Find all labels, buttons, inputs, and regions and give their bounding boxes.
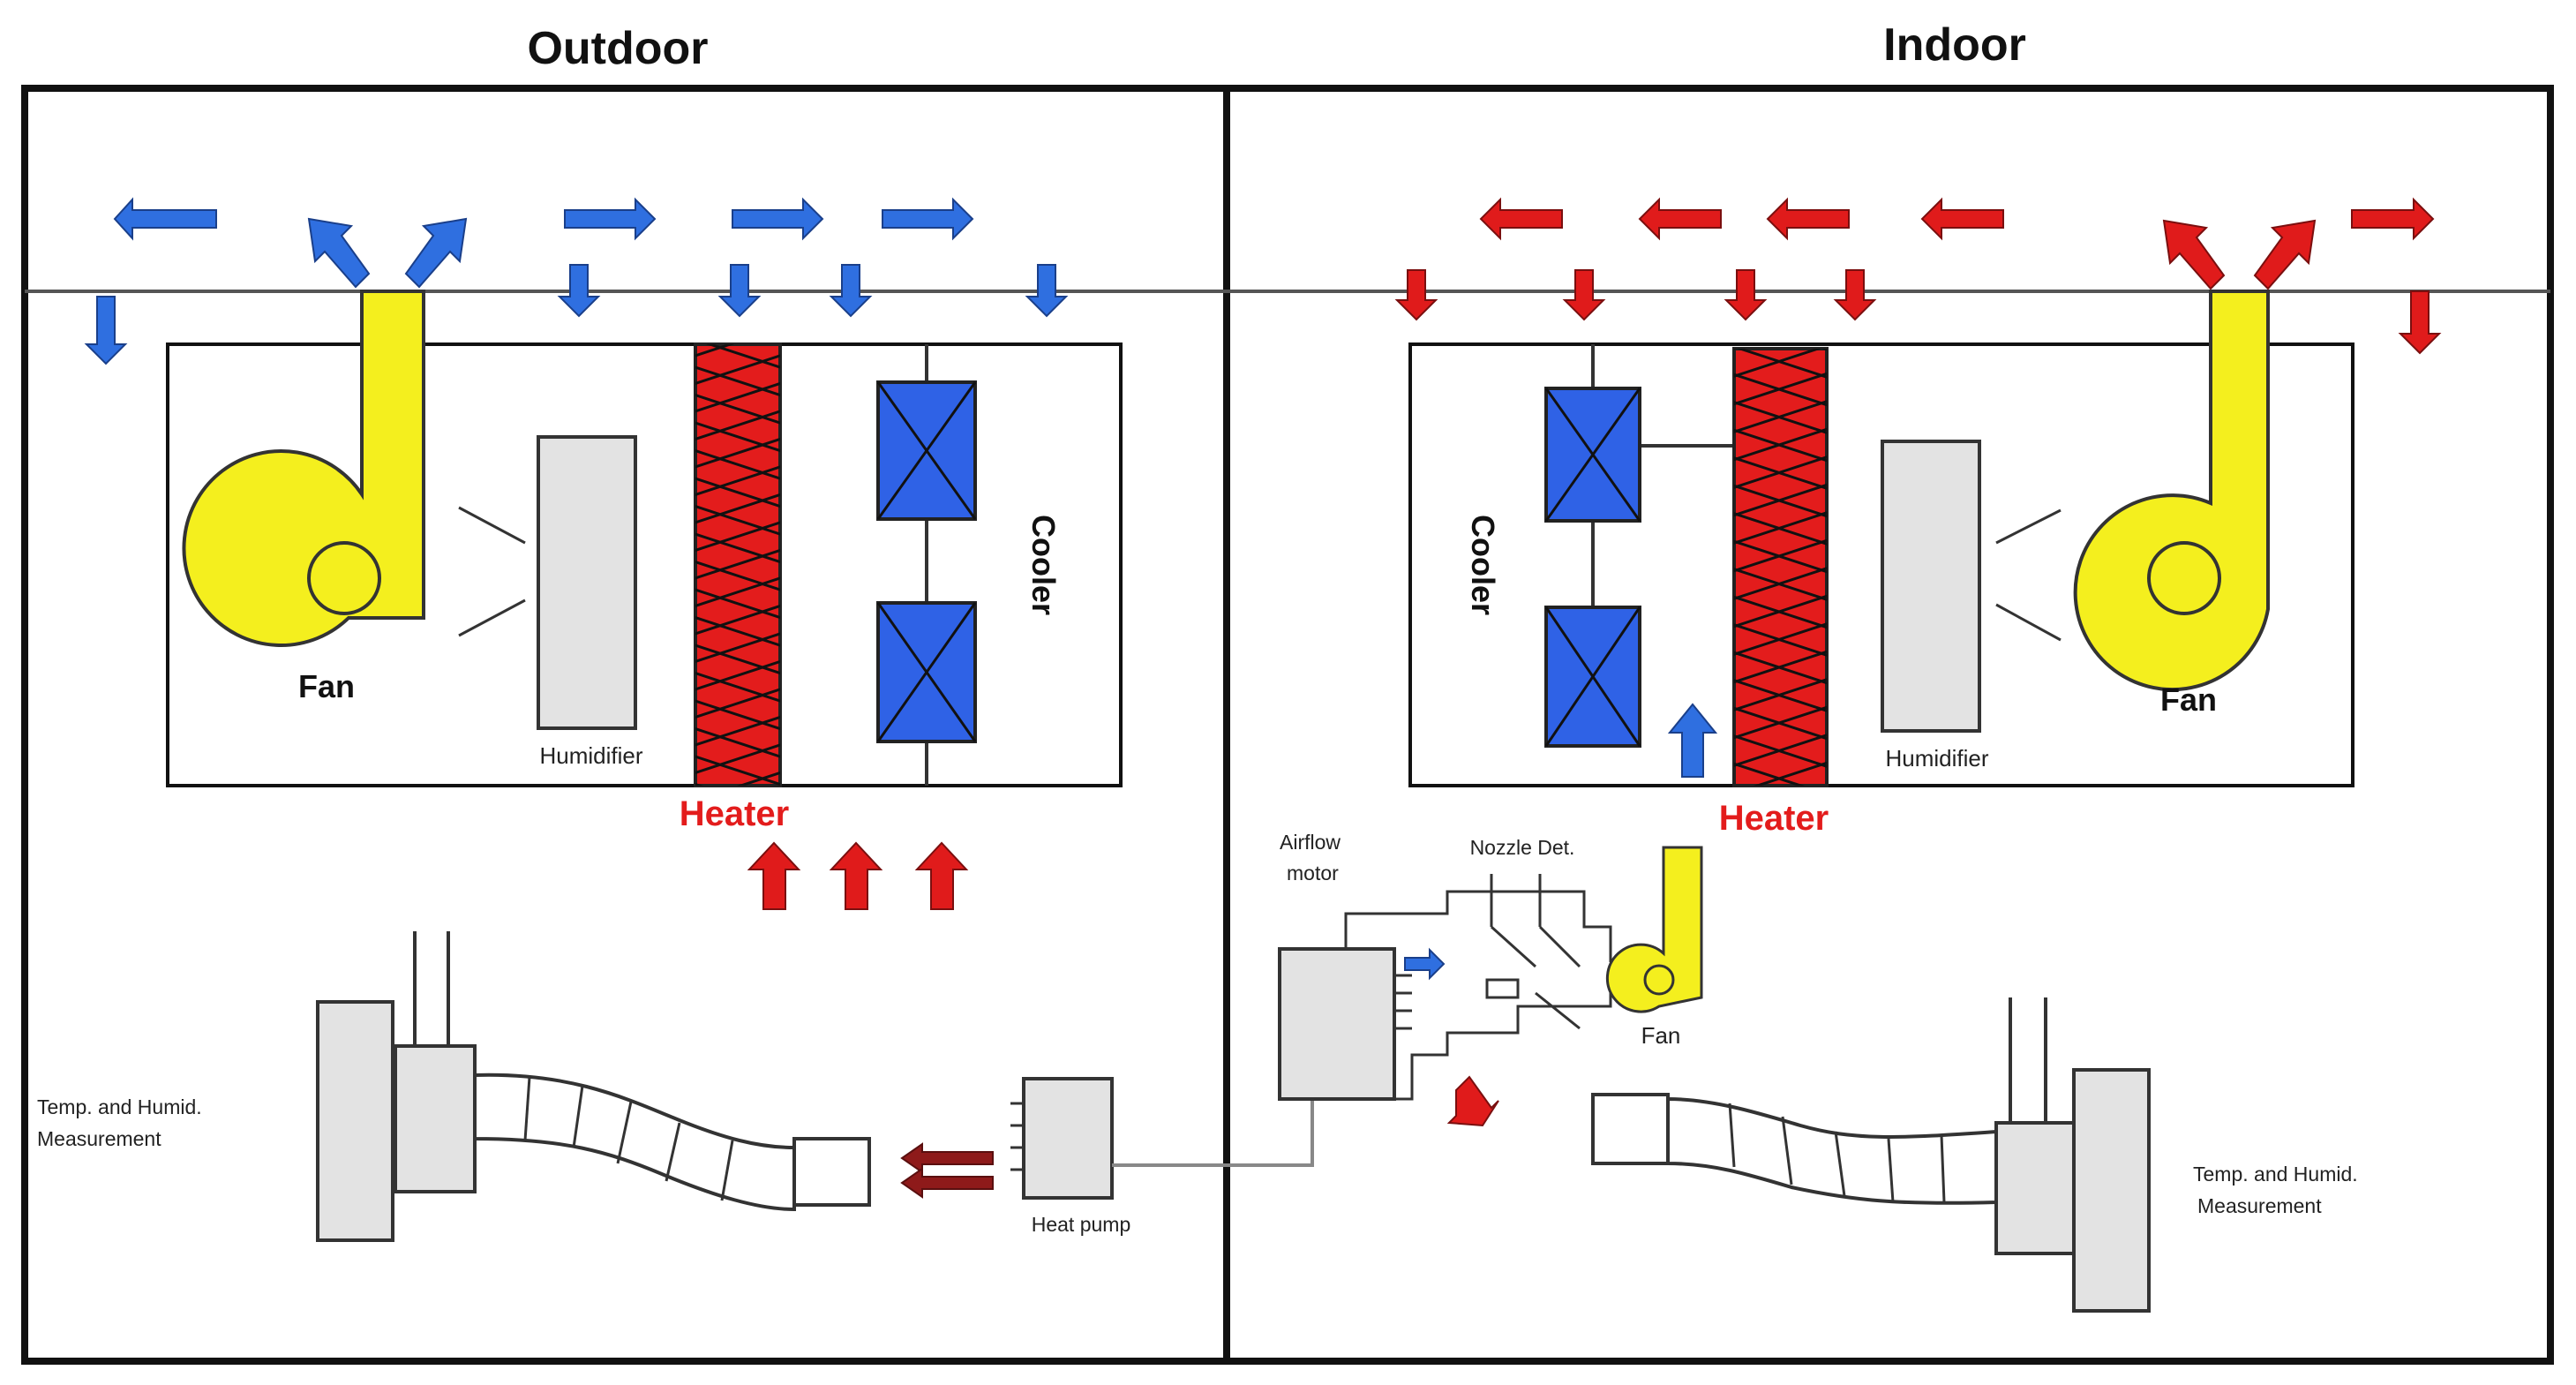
indoor-unit-frame — [1408, 342, 2354, 787]
hot-arrow-down — [1724, 269, 1768, 321]
outdoor-airflow-arrows — [84, 197, 1069, 365]
heat-pump-arrow — [900, 1167, 994, 1199]
indoor-chamber-frame — [1223, 85, 2554, 1365]
cold-arrow-down — [557, 264, 601, 318]
hot-arrow-down — [2398, 290, 2442, 355]
outdoor-heater-inflow-arrows — [747, 841, 969, 910]
outdoor-measurement-label: Temp. and Humid. — [37, 1095, 202, 1118]
indoor-measurement-label: Temp. and Humid. — [2193, 1163, 2358, 1186]
cold-arrow-left — [113, 197, 217, 241]
airflow-motor-label: Airflow — [1280, 831, 1341, 854]
nozzle-hot-arrow — [1446, 1075, 1499, 1127]
indoor-heater-label: Heater — [1719, 799, 1829, 838]
indoor-airflow-arrows — [1394, 197, 2442, 355]
outdoor-heading: Outdoor — [527, 23, 708, 74]
heat-pump-label: Heat pump — [1032, 1213, 1131, 1236]
outdoor-cooler-coil-bottom — [876, 601, 977, 743]
cold-arrow-right — [564, 197, 657, 241]
heat-pump — [1010, 1077, 1114, 1200]
indoor-measurement-probe — [1591, 997, 2151, 1313]
indoor-humidifier-label: Humidifier — [1885, 745, 1988, 772]
indoor-heading: Indoor — [1883, 19, 2026, 71]
outdoor-cooler-coil-top — [876, 380, 977, 521]
hot-arrow-up — [829, 841, 883, 910]
outdoor-spray-line-bottom — [458, 598, 526, 637]
outdoor-humidifier — [537, 435, 637, 730]
indoor-spray-line-top — [1995, 508, 2062, 545]
cold-arrow-down — [717, 264, 762, 318]
outdoor-measurement-probe — [316, 931, 871, 1242]
indoor-cooler-coil-top — [1544, 387, 1641, 523]
outdoor-humidifier-label: Humidifier — [539, 742, 642, 769]
airflow-motor-label: motor — [1287, 862, 1339, 884]
outdoor-fan-label: Fan — [298, 668, 355, 704]
indoor-measurement-label: Measurement — [2197, 1194, 2322, 1217]
cold-arrow-down — [829, 264, 873, 318]
indoor-fan — [2073, 290, 2270, 692]
hot-arrow-up — [914, 841, 969, 910]
hot-arrow-left — [1766, 197, 1850, 241]
nozzle-fan-label: Fan — [1641, 1022, 1681, 1049]
indoor-heater — [1732, 347, 1829, 787]
indoor-cooler-label: Cooler — [1465, 515, 1501, 615]
cold-arrow-up — [1667, 703, 1718, 778]
outdoor-heater — [694, 342, 782, 787]
outdoor-measurement-label: Measurement — [37, 1127, 161, 1150]
nozzle-fan — [1605, 846, 1703, 1013]
indoor-humidifier — [1881, 440, 1981, 733]
nozzle-cold-arrow — [1404, 947, 1446, 981]
outdoor-cooler-label: Cooler — [1025, 515, 1062, 615]
cold-arrow-right — [882, 197, 974, 241]
cold-arrow-right — [732, 197, 824, 241]
indoor-fan-label: Fan — [2160, 681, 2217, 718]
cold-arrow-down — [1025, 264, 1069, 318]
indoor-spray-line-bottom — [1995, 603, 2062, 642]
hot-arrow-diag-left — [2162, 219, 2226, 290]
airflow-motor — [1278, 947, 1412, 1101]
cold-arrow-diag-left — [307, 217, 371, 289]
hot-arrow-left — [1479, 197, 1563, 241]
hot-arrow-right — [2351, 197, 2435, 241]
outdoor-fan — [182, 290, 425, 647]
hot-arrow-down — [1394, 269, 1438, 321]
indoor-cooler-coil-bottom — [1544, 606, 1641, 748]
heat-pump-pipe — [1112, 1099, 1314, 1167]
outdoor-spray-line-top — [458, 506, 526, 545]
outdoor-heater-label: Heater — [680, 794, 790, 833]
hot-arrow-diag-right — [2253, 219, 2317, 290]
heat-pump-arrow — [900, 1142, 994, 1174]
outdoor-unit-frame — [166, 342, 1123, 787]
hot-arrow-down — [1833, 269, 1877, 321]
nozzle-det-label: Nozzle Det. — [1470, 836, 1575, 859]
hot-arrow-down — [1562, 269, 1606, 321]
hot-arrow-left — [1638, 197, 1722, 241]
cold-arrow-down — [84, 296, 128, 365]
hot-arrow-left — [1920, 197, 2004, 241]
hot-arrow-up — [747, 841, 801, 910]
cold-arrow-diag-right — [404, 217, 468, 289]
heat-pump-arrows — [900, 1142, 994, 1199]
